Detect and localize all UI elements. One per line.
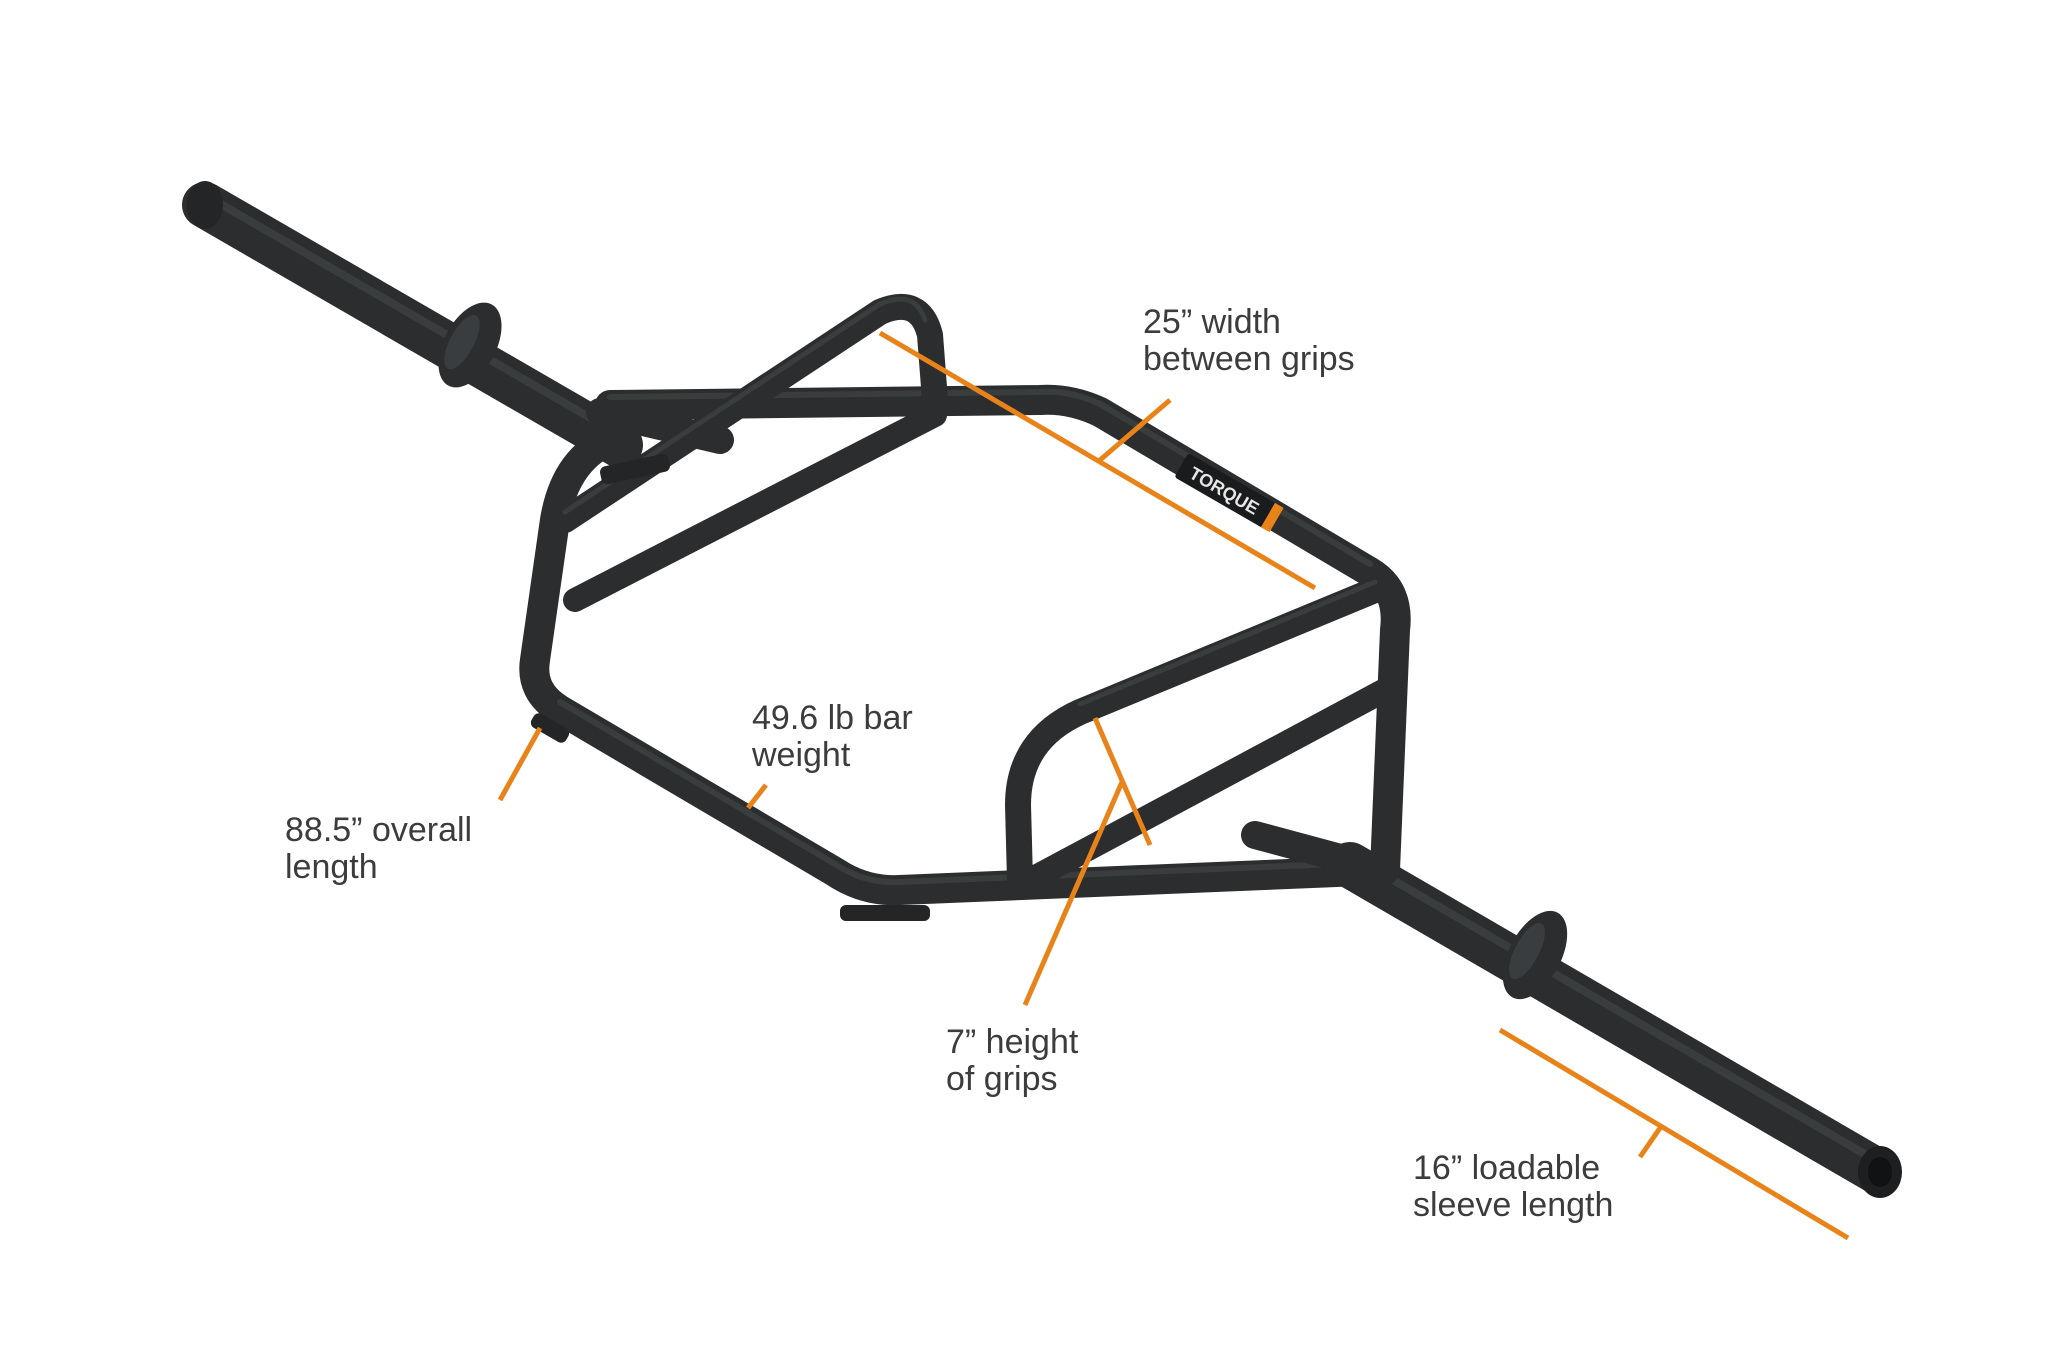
label-overall-length: 88.5” overall length (285, 812, 472, 886)
label-overall-length-line2: length (285, 848, 378, 886)
hex-frame (519, 384, 1411, 906)
label-sleeve-length-line2: sleeve length (1413, 1186, 1614, 1224)
label-sleeve-length: 16” loadable sleeve length (1413, 1150, 1613, 1224)
label-overall-length-line1: 88.5” overall (285, 811, 473, 849)
brand-logo: TORQUE (1175, 453, 1284, 533)
right-sleeve (1327, 842, 1902, 1198)
label-width-between-grips: 25” width between grips (1143, 304, 1355, 378)
right-collar (1502, 910, 1568, 1000)
label-sleeve-length-line1: 16” loadable (1413, 1149, 1601, 1187)
label-width-between-grips-line1: 25” width (1143, 303, 1281, 341)
label-bar-weight-line2: weight (752, 736, 851, 774)
label-width-between-grips-line2: between grips (1143, 340, 1355, 378)
label-grip-height: 7” height of grips (946, 1024, 1078, 1098)
frame-feet (530, 454, 930, 921)
label-bar-weight: 49.6 lb bar weight (752, 700, 913, 774)
lower-grip (1005, 577, 1388, 893)
left-collar (438, 302, 502, 388)
callout-width-between-grips (878, 330, 1317, 591)
callout-sleeve-length (1498, 1027, 1850, 1241)
left-sleeve-end-cap (187, 181, 223, 229)
upper-grip (552, 294, 948, 533)
left-sleeve (182, 181, 643, 468)
callout-grip-height (1022, 717, 1153, 1006)
label-grip-height-line1: 7” height (946, 1023, 1079, 1061)
inner-braces (563, 403, 1397, 892)
callout-bar-weight (746, 783, 768, 810)
callout-overall-length (497, 726, 543, 802)
label-bar-weight-line1: 49.6 lb bar (752, 699, 913, 737)
label-grip-height-line2: of grips (946, 1060, 1058, 1098)
